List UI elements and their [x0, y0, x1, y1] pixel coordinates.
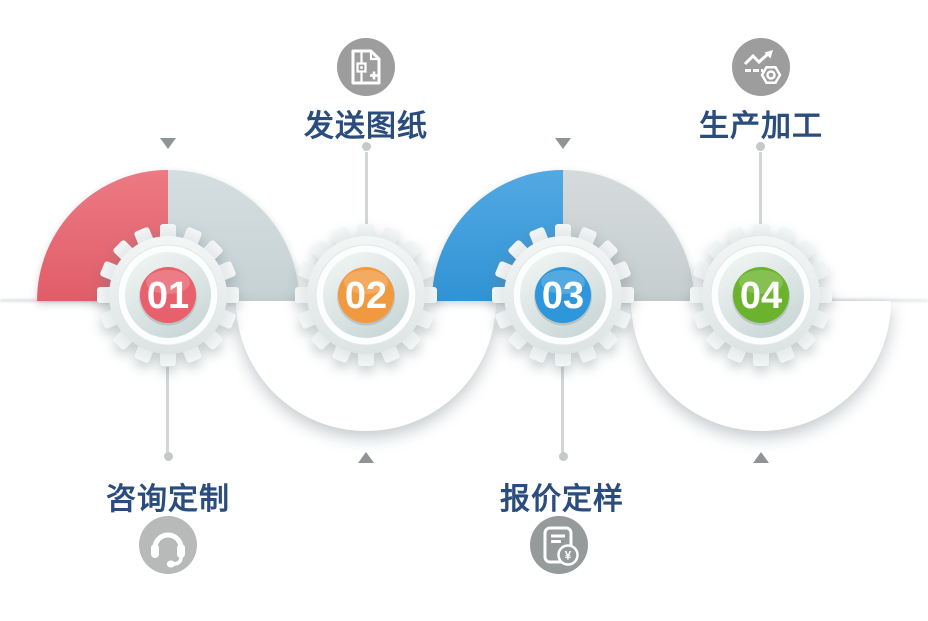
connector-dot-step-02: [362, 142, 371, 151]
step-number-03: 03: [542, 275, 584, 317]
blueprint-icon: [337, 38, 395, 96]
gear-center-01: [140, 267, 196, 323]
up-triangle-icon-step-02: [358, 452, 374, 463]
production-chart-icon: [732, 38, 790, 96]
connector-line-step-02: [365, 152, 368, 226]
gear-step-01: 01: [96, 223, 240, 367]
gear-step-02: 02: [294, 223, 438, 367]
step-number-01: 01: [147, 275, 189, 317]
down-triangle-icon-step-03: [555, 138, 571, 149]
connector-dot-step-03: [559, 452, 568, 461]
gear-step-04: 04: [689, 223, 833, 367]
connector-line-step-01: [166, 367, 169, 453]
gear-step-03: 03: [491, 223, 635, 367]
connector-line-step-04: [759, 152, 762, 226]
yuan-badge: ¥: [565, 549, 572, 563]
gear-center-04: [733, 267, 789, 323]
headset-icon: [139, 516, 197, 574]
step-label-01: 咨询定制: [106, 483, 230, 516]
step-number-02: 02: [345, 275, 387, 317]
step-number-04: 04: [740, 275, 782, 317]
up-triangle-icon-step-04: [753, 452, 769, 463]
gear-center-03: [535, 267, 591, 323]
connector-line-step-03: [561, 367, 564, 453]
step-label-03: 报价定样: [500, 483, 624, 516]
connector-dot-step-04: [756, 142, 765, 151]
step-label-02: 发送图纸: [304, 110, 428, 143]
gear-center-02: [338, 267, 394, 323]
connector-dot-step-01: [164, 452, 173, 461]
price-document-icon: ¥: [530, 516, 588, 574]
step-label-04: 生产加工: [699, 110, 823, 143]
down-triangle-icon-step-01: [160, 138, 176, 149]
